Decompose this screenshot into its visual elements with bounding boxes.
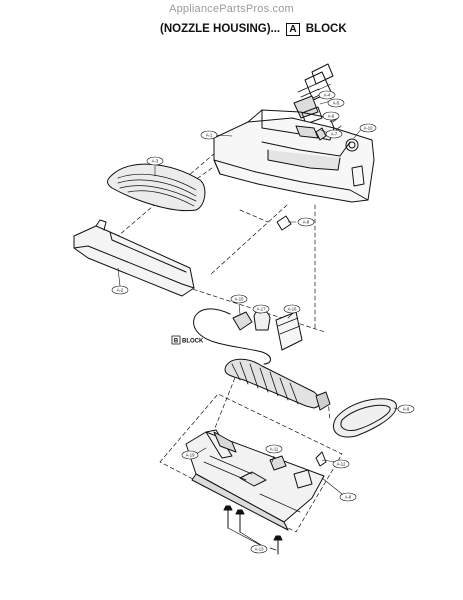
callout-a19: A-19 <box>181 450 199 460</box>
callout-label: A-1 <box>206 133 213 138</box>
callout-label: A-8 <box>303 220 310 225</box>
callout-a13: A-13 <box>250 544 268 554</box>
callout-label: A-4 <box>324 93 331 98</box>
callout-a9: A-9 <box>397 404 415 414</box>
callout-a16: A-16 <box>283 304 301 314</box>
callout-a7: A-7 <box>325 129 343 139</box>
callout-label: A-17 <box>257 307 267 312</box>
callout-a5: A-5 <box>327 98 345 108</box>
title-block-letter: A <box>286 23 300 36</box>
bumper-pad-part <box>107 163 206 212</box>
callout-a15: A-15 <box>230 294 248 304</box>
callout-label: A-13 <box>255 547 265 552</box>
callout-label: A-15 <box>235 297 245 302</box>
title-suffix: BLOCK <box>305 23 347 35</box>
callout-label: A-3 <box>152 159 159 164</box>
title-prefix: (NOZZLE HOUSING)... <box>160 23 281 35</box>
drive-belt-part <box>333 398 397 438</box>
callout-label: A-10 <box>364 126 374 131</box>
b-block-letter: B <box>174 338 179 344</box>
callout-label: A-6 <box>328 114 335 119</box>
callout-label: A-16 <box>288 307 298 312</box>
callout-a3: A-3 <box>146 156 164 166</box>
callout-label: A-8 <box>345 495 352 500</box>
callout-label: A-12 <box>337 462 347 467</box>
base-plate-part <box>159 393 343 533</box>
callout-label: A-2 <box>117 288 124 293</box>
callout-a10: A-10 <box>359 123 377 133</box>
callout-label: A-7 <box>331 132 338 137</box>
watermark: AppliancePartsPros.com <box>169 3 294 15</box>
callout-a8-base: A-8 <box>339 492 357 502</box>
callout-label: A-19 <box>186 453 196 458</box>
callout-a4: A-4 <box>318 90 336 100</box>
diagram-title: (NOZZLE HOUSING)... A BLOCK <box>160 23 347 36</box>
callout-a17: A-17 <box>252 304 270 314</box>
callout-a12: A-12 <box>332 459 350 469</box>
callout-a2: A-2 <box>111 285 129 295</box>
callout-label: A-11 <box>270 447 279 452</box>
cord-and-light-part <box>193 308 303 365</box>
nozzle-housing-part <box>213 109 375 203</box>
callout-a1: A-1 <box>200 130 218 140</box>
callout-label: A-9 <box>403 407 410 412</box>
bumper-strip-part <box>73 219 195 297</box>
callout-a6: A-6 <box>322 111 340 121</box>
b-block-word: BLOCK <box>182 338 204 344</box>
callout-label: A-5 <box>333 101 340 106</box>
b-block-label: B BLOCK <box>171 335 204 345</box>
brushroll-part <box>224 358 331 411</box>
callout-a8: A-8 <box>297 217 315 227</box>
callout-a11: A-11 <box>265 444 283 454</box>
